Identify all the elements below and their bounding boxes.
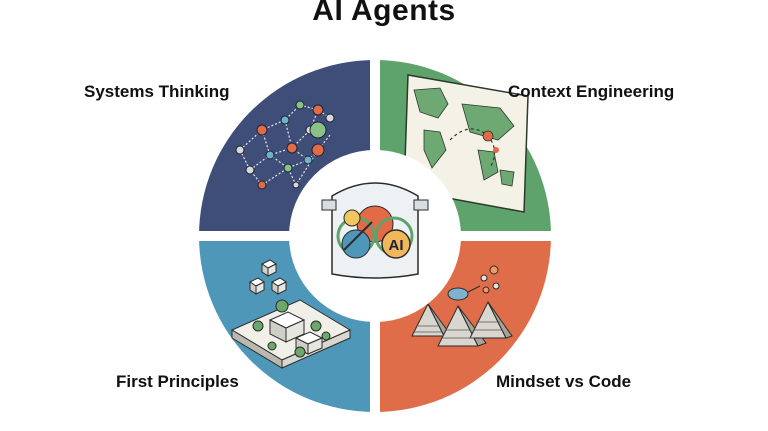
label-mindset-vs-code: Mindset vs Code <box>496 372 632 391</box>
diagram-title: AI Agents <box>312 0 456 27</box>
isometric-blocks-icon <box>230 259 352 369</box>
pyramids-icon <box>411 265 513 347</box>
label-systems-thinking: Systems Thinking <box>84 82 230 101</box>
ai-brain-icon <box>321 182 429 279</box>
label-context-engineering: Context Engineering <box>508 82 675 101</box>
ai-badge-text: AI <box>389 237 404 254</box>
ai-badge <box>381 229 411 259</box>
label-first-principles: First Principles <box>116 372 239 391</box>
